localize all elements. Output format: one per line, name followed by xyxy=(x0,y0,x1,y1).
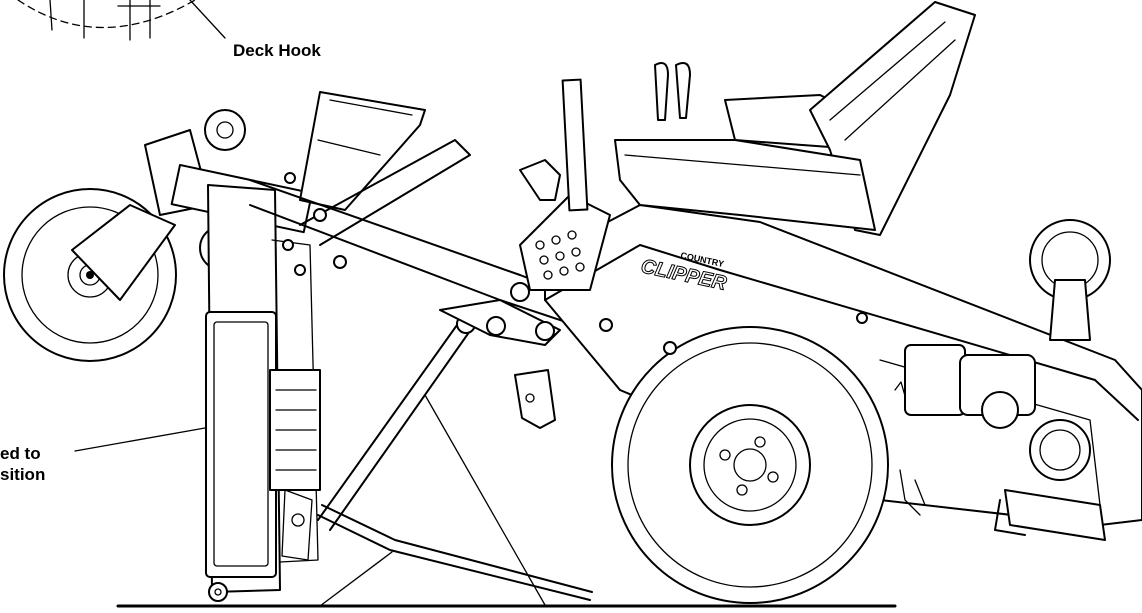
park-brake-lever xyxy=(519,159,561,201)
discharge-chute xyxy=(299,91,426,211)
mower-deck xyxy=(205,184,321,602)
support-bar-leader xyxy=(424,394,546,606)
deck-stand-leader xyxy=(319,551,393,607)
front-bracket xyxy=(514,369,556,429)
deck-stand xyxy=(317,314,593,601)
rear-caster xyxy=(1029,219,1111,341)
deck-hook-label: Deck Hook xyxy=(233,41,321,60)
deck-hook-detail-inset xyxy=(17,0,226,41)
raised-position-label-line-1: ed to xyxy=(0,444,41,463)
deck-hook-leader xyxy=(189,0,226,39)
control-console xyxy=(519,194,611,291)
raised-deck-leader xyxy=(74,427,206,452)
engine-area xyxy=(899,344,1106,541)
frame-bolts xyxy=(282,172,868,355)
steering-lever xyxy=(561,78,589,212)
drive-wheel xyxy=(611,326,889,604)
raised-position-label-line-2: sition xyxy=(0,465,46,484)
control-handles xyxy=(654,62,691,121)
fuel-tank xyxy=(614,139,876,231)
